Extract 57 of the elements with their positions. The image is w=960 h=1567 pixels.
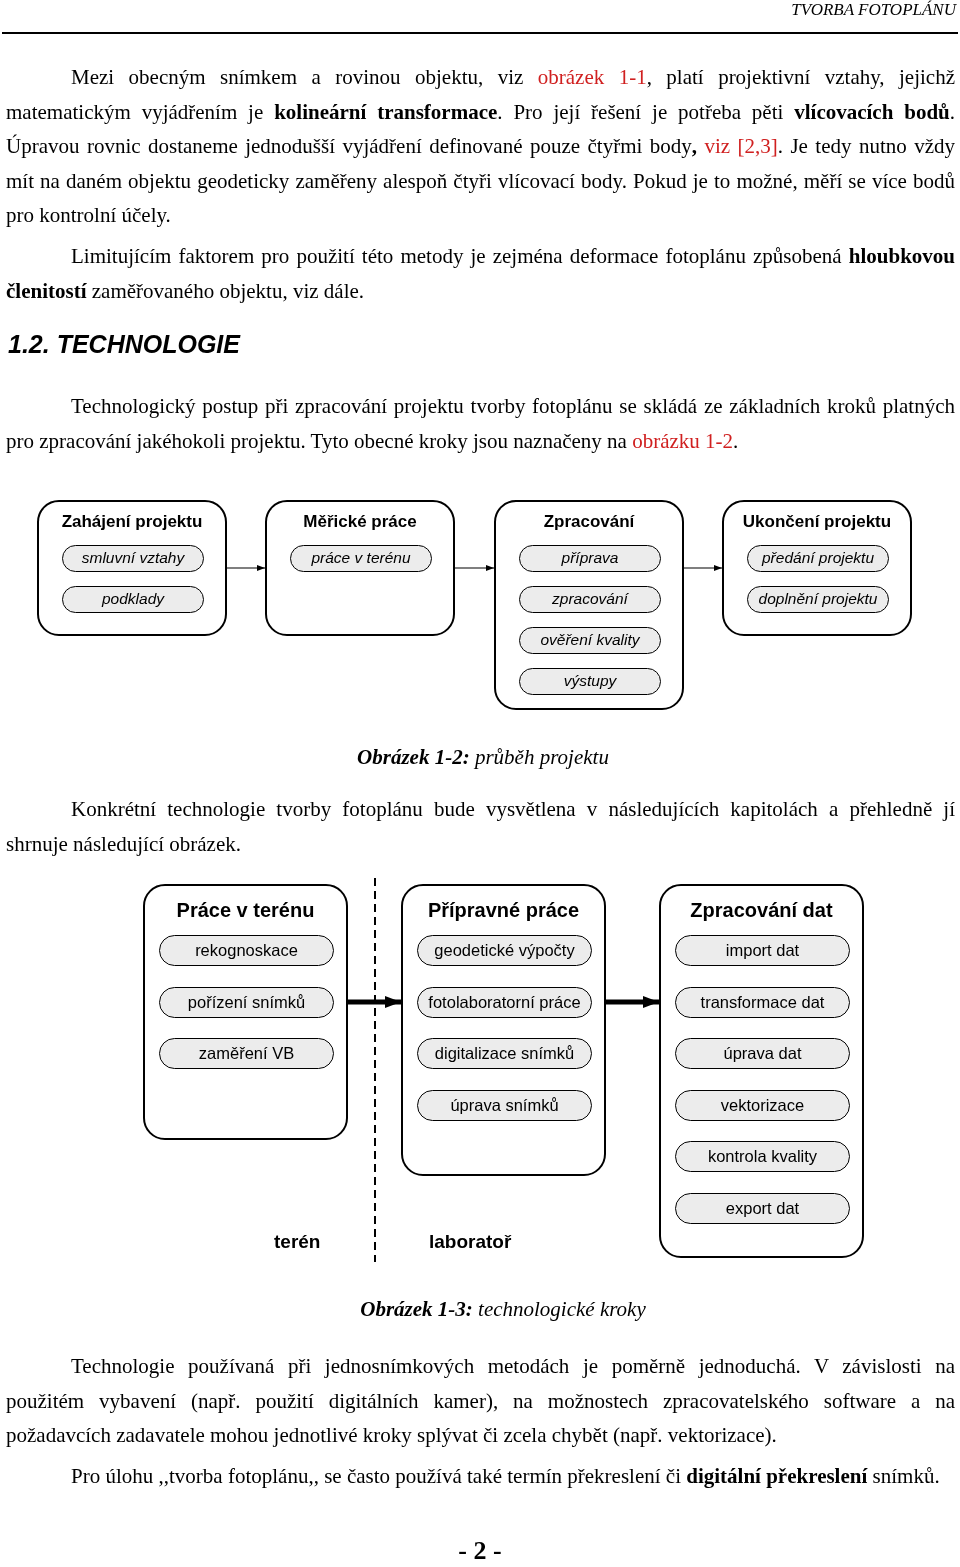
figure-caption: Obrázek 1-2: průběh projektu	[356, 745, 610, 770]
group-box	[265, 500, 455, 636]
group-heading: Zpracování dat	[689, 899, 834, 922]
arrow	[683, 565, 723, 571]
group-heading: Zpracování	[542, 512, 636, 532]
reference-link: obrázku 1-2	[632, 428, 734, 453]
group-heading: Zahájení projektu	[60, 512, 204, 532]
paragraph: Konkrétní technologie tvorby fotoplánu bude vysvětlena v následujících kapitolách a přehledně jí shrnuje následující obrázek.	[6, 796, 955, 858]
step-pill: zaměření VB	[159, 1038, 334, 1069]
step-pill: kontrola kvality	[675, 1141, 850, 1172]
step-pill: geodetické výpočty	[417, 935, 592, 966]
step-pill: podklady	[62, 586, 204, 613]
paragraph: Pro úlohu ,,tvorba fotoplánu,, se často používá také termín překreslení či digitální překreslení snímků.	[70, 1463, 941, 1490]
running-header: TVORBA FOTOPLÁNU	[791, 0, 956, 20]
group-box	[37, 500, 227, 636]
group-box	[494, 500, 684, 710]
zone-label: terén	[274, 1231, 321, 1253]
zone-label: laboratoř	[429, 1231, 512, 1253]
group-box	[659, 884, 864, 1258]
paragraph: Technologie používaná při jednosnímkových metodách je poměrně jednoduchá. V závislosti na použitém vybavení (např. použití digitálních kamer), na možnostech zpracovatelského software a na požadavcích zadavatele mohou jednotlivé kroky splývat či zcela chybět (např. vektorizace).	[6, 1353, 955, 1449]
step-pill: digitalizace snímků	[417, 1038, 592, 1069]
step-pill: příprava	[519, 545, 661, 572]
arrow	[226, 565, 266, 571]
step-pill: pořízení snímků	[159, 986, 334, 1018]
group-heading: Přípravné práce	[426, 899, 581, 922]
step-pill: ověření kvality	[519, 627, 661, 654]
step-pill: export dat	[675, 1192, 850, 1224]
reference-link: viz [2,3]	[704, 134, 778, 158]
page-number: - 2 -	[457, 1536, 503, 1560]
step-pill: zpracování	[519, 586, 661, 613]
step-pill: smluvní vztahy	[62, 545, 204, 572]
arrow	[348, 996, 401, 1008]
step-pill: rekognoskace	[159, 935, 334, 966]
group-heading: Měřické práce	[302, 512, 418, 532]
step-pill: úprava dat	[675, 1038, 850, 1069]
step-pill: import dat	[675, 935, 850, 966]
group-box	[401, 884, 606, 1176]
paragraph: Technologický postup při zpracování projektu tvorby fotoplánu se skládá ze základních kroků platných pro zpracování jakéhokoli projektu. Tyto obecné kroky jsou naznačeny na obrázku 1-2.	[6, 393, 955, 455]
group-box	[722, 500, 912, 636]
arrow	[606, 996, 659, 1008]
reference-link: obrázek 1-1	[537, 65, 647, 89]
paragraph: Limitujícím faktorem pro použití této metody je zejména deformace fotoplánu způsobená hloubkovou členitostí zaměřovaného objektu, viz dále.	[6, 243, 955, 305]
step-pill: předání projektu	[747, 545, 889, 572]
group-heading: Práce v terénu	[175, 899, 316, 922]
figure-caption: Obrázek 1-3: technologické kroky	[359, 1297, 647, 1322]
step-pill: doplnění projektu	[747, 586, 889, 613]
paragraph: Mezi obecným snímkem a rovinou objektu, viz obrázek 1-1, platí projektivní vztahy, jejichž matematickým vyjádřením je kolineární transformace. Pro její řešení je potřeba pěti vlícovacích bodů. Úpravou rovnic dostaneme jednodušší vyjádření definované pouze čtyřmi body, viz [2,3]. Je tedy nutno vždy mít na daném objektu geodeticky zaměřeny alespoň čtyři vlícovací body. Pokud je to možné, měří se více bodů pro kontrolní účely.	[6, 64, 955, 229]
section-heading: 1.2. TECHNOLOGIE	[8, 330, 240, 359]
step-pill: práce v terénu	[290, 545, 432, 572]
arrow	[454, 565, 495, 571]
step-pill: vektorizace	[675, 1089, 850, 1121]
step-pill: fotolaboratorní práce	[417, 986, 592, 1018]
group-box	[143, 884, 348, 1140]
step-pill: výstupy	[519, 668, 661, 695]
step-pill: transformace dat	[675, 986, 850, 1018]
group-heading: Ukončení projektu	[741, 512, 893, 532]
step-pill: úprava snímků	[417, 1089, 592, 1121]
